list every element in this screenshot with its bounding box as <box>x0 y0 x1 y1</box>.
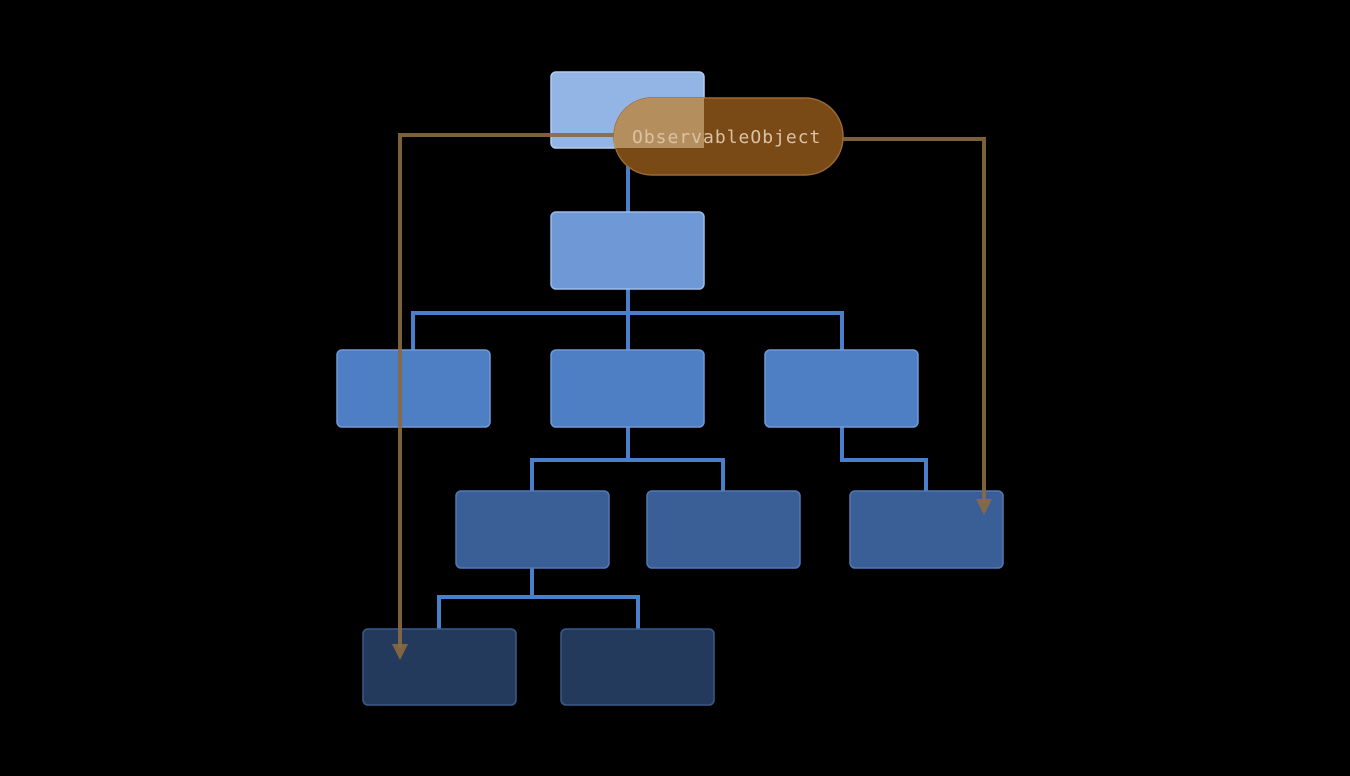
connector-level1-to-level2 <box>411 289 844 350</box>
connector-middle-to-level3 <box>530 427 725 491</box>
arrow-line-right <box>842 137 986 503</box>
tree-nodes <box>336 71 1004 706</box>
arrowhead-left <box>392 644 408 660</box>
arrowheads <box>392 499 992 660</box>
level2-node-right <box>764 349 919 428</box>
level1-node <box>550 211 705 290</box>
observable-arrows <box>398 133 986 648</box>
connector-level3-to-level4 <box>437 568 640 629</box>
badge-overlap-highlight <box>614 98 704 148</box>
badge-label: ObservableObject <box>632 127 821 148</box>
level4-node-left <box>362 628 517 706</box>
level2-node-middle <box>550 349 705 428</box>
arrow-line-left <box>398 133 614 648</box>
level2-node-left <box>336 349 491 428</box>
level3-node-left <box>455 490 610 569</box>
observable-object-badge: ObservableObject <box>613 97 844 176</box>
level3-node-right <box>849 490 1004 569</box>
level3-node-middle <box>646 490 801 569</box>
tree-connectors <box>411 148 928 629</box>
level4-node-right <box>560 628 715 706</box>
arrowhead-right <box>976 499 992 515</box>
connector-right-to-level3 <box>840 427 928 491</box>
